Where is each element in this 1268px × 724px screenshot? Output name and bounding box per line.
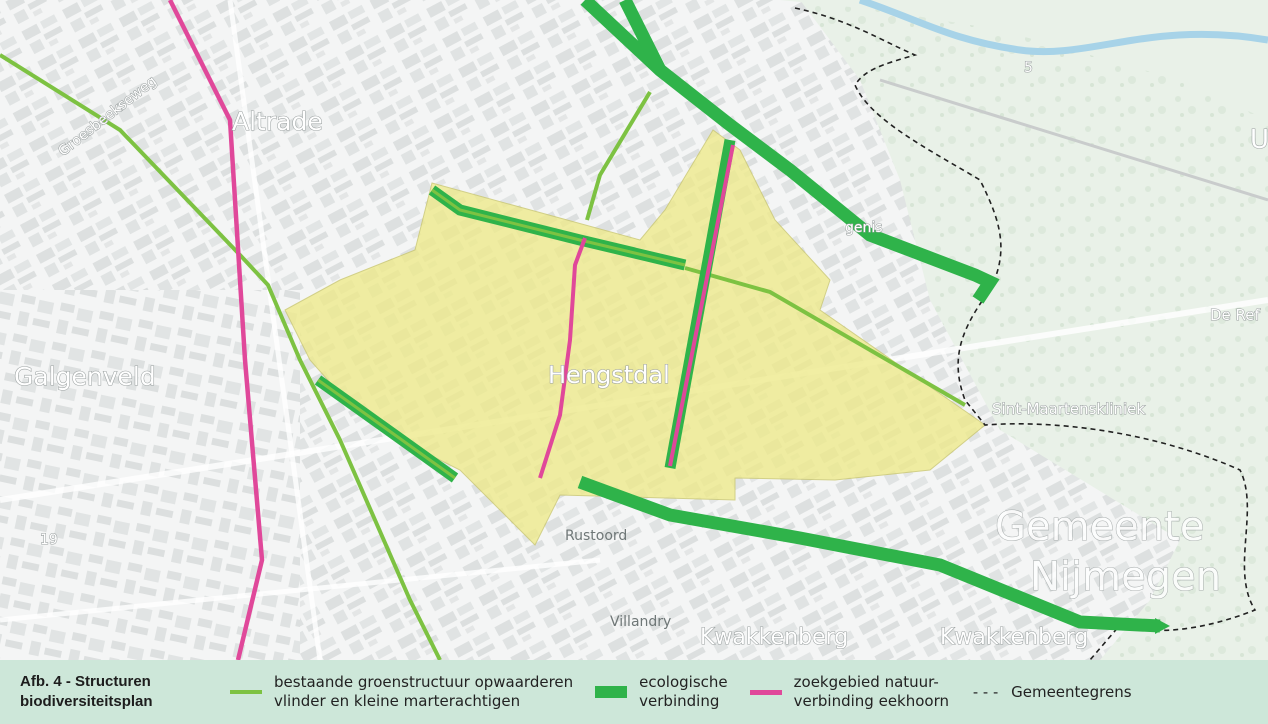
river <box>858 0 1268 56</box>
label-kwakkenberg-2: Kwakkenberg <box>940 625 1088 650</box>
label-villandry: Villandry <box>610 614 671 630</box>
legend-eco-line-2: verbinding <box>639 692 720 710</box>
green-structure-overlay-west <box>431 188 686 267</box>
ecological-link-south <box>577 475 1161 633</box>
road-south <box>0 557 601 623</box>
legend-item-boundary: --- Gemeentegrens <box>971 683 1132 702</box>
study-area-hengstdal <box>284 129 986 546</box>
legend-green-line-2: vlinder en kleine marterachtigen <box>274 692 521 710</box>
basemap-river-banks <box>780 0 1268 120</box>
legend-item-green-structure: bestaande groenstructuur opwaarderen vli… <box>230 673 573 711</box>
legend-eco-line-1: ecologische <box>639 673 728 691</box>
legend-bar: Afb. 4 - Structuren biodiversiteitsplan … <box>0 660 1268 724</box>
ecological-arrow-end <box>1155 618 1170 634</box>
legend-boundary-label: Gemeentegrens <box>1011 682 1132 701</box>
green-structure-east <box>684 266 967 407</box>
squirrel-zone-middle <box>538 237 587 479</box>
label-sint-maartenskliniek: Sint-Maartenskliniek <box>992 400 1145 418</box>
squirrel-zone-central <box>668 144 735 467</box>
green-structure-overlay-southwest <box>317 378 456 480</box>
green-structure-west <box>0 53 442 660</box>
label-nijmegen: Nijmegen <box>1030 554 1221 600</box>
label-de-ref: De Ref <box>1210 306 1261 324</box>
ecological-link-north-branch <box>619 0 666 73</box>
boundary-dash-icon: --- <box>971 683 1002 701</box>
squirrel-swatch-icon <box>749 690 782 695</box>
legend-squirrel-line-1: zoekgebied natuur- <box>793 673 939 691</box>
label-gemeente: Gemeente <box>995 504 1204 550</box>
green-structure-swatch-icon <box>230 690 262 694</box>
boundary-line <box>794 7 1257 660</box>
railway <box>879 78 1268 202</box>
legend-squirrel-line-2: verbinding eekhoorn <box>793 692 950 710</box>
label-hengstdal: Hengstdal <box>548 361 670 389</box>
legend-item-squirrel: zoekgebied natuur- verbinding eekhoorn <box>749 673 950 711</box>
caption-line-2: biodiversiteitsplan <box>20 693 153 710</box>
label-genis: genis <box>845 220 883 236</box>
label-nr-19: 19 <box>40 532 58 548</box>
ecological-link-north <box>580 0 1000 304</box>
squirrel-zone-west <box>167 0 265 660</box>
legend-item-ecological: ecologische verbinding <box>595 673 728 711</box>
road-north-south <box>227 0 323 660</box>
caption-line-1: Afb. 4 - Structuren <box>20 673 151 690</box>
label-rustoord: Rustoord <box>565 528 627 544</box>
label-altrade: Altrade <box>232 107 323 136</box>
label-kwakkenberg-1: Kwakkenberg <box>700 625 848 650</box>
label-galgenveld: Galgenveld <box>14 362 156 391</box>
figure-caption: Afb. 4 - Structuren biodiversiteitsplan <box>20 672 230 712</box>
label-nr-5: 5 <box>1024 60 1033 76</box>
label-u: U <box>1250 125 1268 155</box>
legend-green-line-1: bestaande groenstructuur opwaarderen <box>274 673 574 691</box>
map-canvas: Altrade Galgenveld Hengstdal Rustoord Vi… <box>0 0 1268 660</box>
ecological-swatch-icon <box>595 686 628 698</box>
green-structure-north <box>585 90 652 221</box>
